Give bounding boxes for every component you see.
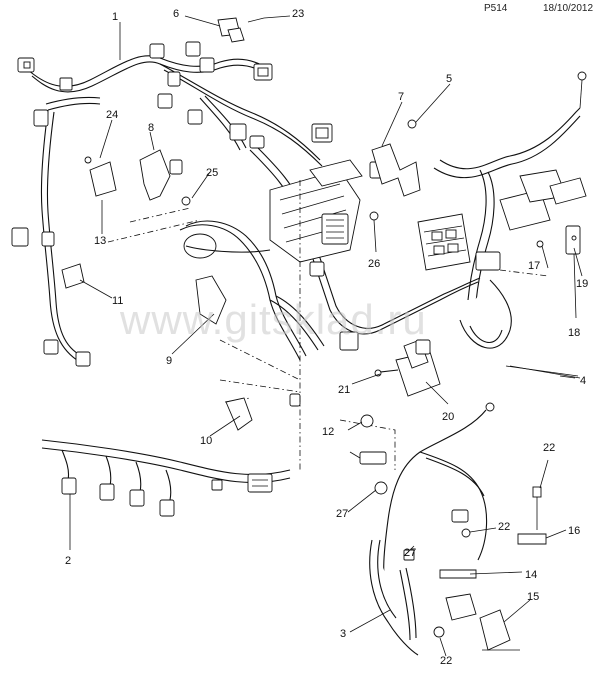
callout-4: 4 xyxy=(580,375,586,387)
callout-26: 26 xyxy=(368,258,380,270)
callout-20: 20 xyxy=(442,411,454,423)
callout-3: 3 xyxy=(340,628,346,640)
callout-6: 6 xyxy=(173,8,179,20)
callout-27b: 27 xyxy=(404,547,416,559)
diagram-reference: P514 xyxy=(484,3,508,14)
callout-12: 12 xyxy=(322,426,334,438)
callout-14: 14 xyxy=(525,569,537,581)
callout-22c: 22 xyxy=(440,655,452,667)
injector-harness xyxy=(41,439,291,517)
engine-harness xyxy=(11,41,481,470)
callout-24: 24 xyxy=(106,109,118,121)
diagram-date: 18/10/2012 xyxy=(543,3,594,14)
callout-11: 11 xyxy=(112,295,123,307)
callout-13: 13 xyxy=(94,235,106,247)
callout-25: 25 xyxy=(206,167,218,179)
callout-8: 8 xyxy=(148,122,154,134)
callout-labels: 1 2 3 4 5 6 7 8 9 10 11 12 13 14 15 16 1… xyxy=(65,8,588,667)
callout-10: 10 xyxy=(200,435,212,447)
brackets xyxy=(61,17,421,431)
callout-22b: 22 xyxy=(498,521,510,533)
callout-18: 18 xyxy=(568,327,580,339)
battery-cable-positive xyxy=(433,71,587,349)
callout-21: 21 xyxy=(338,384,350,396)
callout-1: 1 xyxy=(112,11,118,23)
callout-17: 17 xyxy=(528,260,540,272)
callout-23: 23 xyxy=(292,8,304,20)
leader-lines xyxy=(69,15,583,657)
callout-22a: 22 xyxy=(543,442,555,454)
control-module xyxy=(417,213,471,271)
watermark: www.gitsklad.ru xyxy=(120,296,427,343)
callout-9: 9 xyxy=(166,355,172,367)
callout-15: 15 xyxy=(527,591,539,603)
bracket-20 xyxy=(374,339,441,397)
battery-cable-negative xyxy=(349,402,547,656)
callout-2: 2 xyxy=(65,555,71,567)
callout-19: 19 xyxy=(576,278,588,290)
callout-5: 5 xyxy=(446,73,452,85)
callout-7: 7 xyxy=(398,91,404,103)
callout-27a: 27 xyxy=(336,508,348,520)
callout-16: 16 xyxy=(568,525,580,537)
